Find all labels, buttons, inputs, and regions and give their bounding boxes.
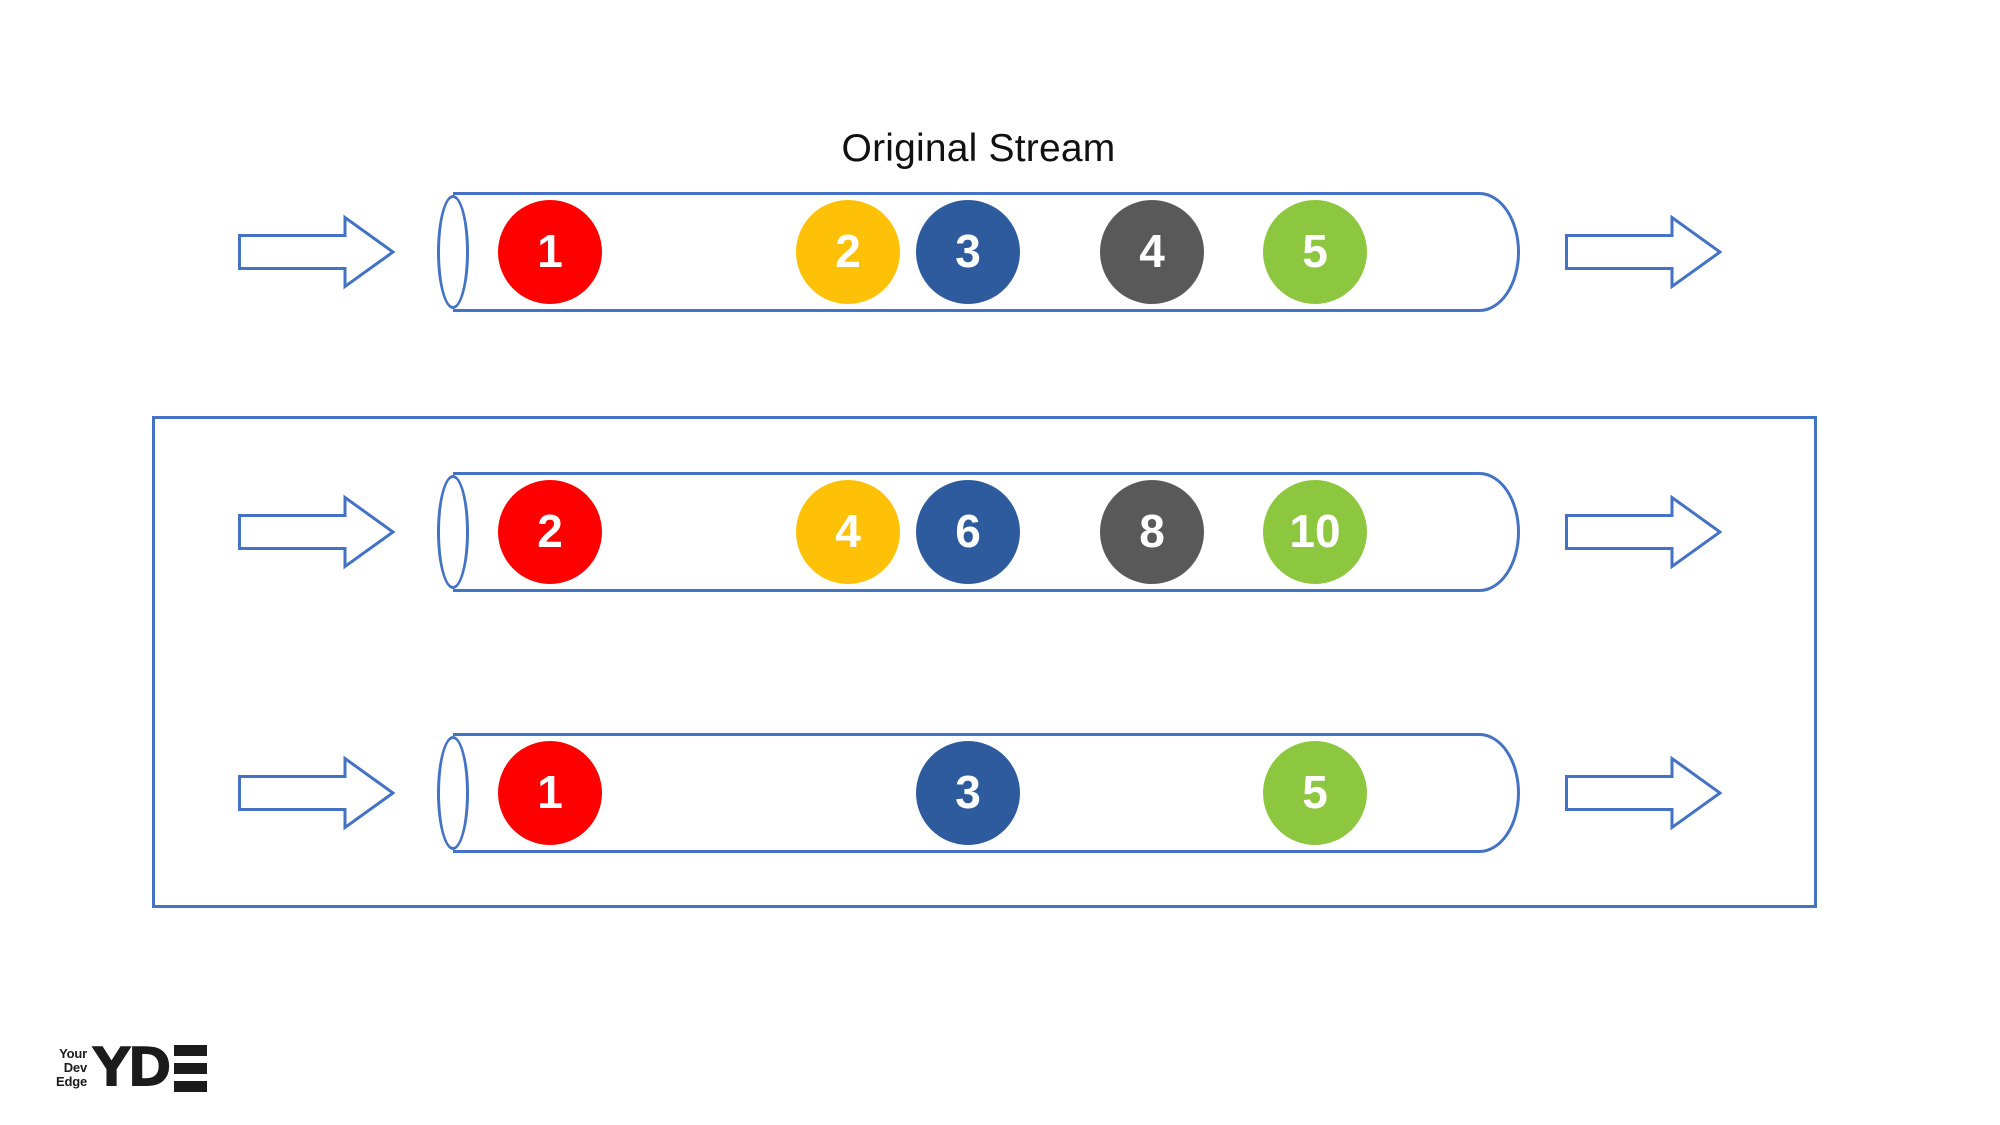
stream-element-value: 4 <box>1139 225 1165 277</box>
stream-element-3: 3 <box>916 741 1020 845</box>
pipeline-group-box <box>152 416 1817 908</box>
stream-element-2: 2 <box>498 480 602 584</box>
stream-element-value: 1 <box>537 766 563 818</box>
stream-element-4: 4 <box>796 480 900 584</box>
stream-element-2: 2 <box>796 200 900 304</box>
stream-tube-cap <box>437 475 469 589</box>
stream-element-value: 3 <box>955 766 981 818</box>
flow-arrow-out-icon <box>1565 214 1722 290</box>
stream-element-value: 5 <box>1302 766 1328 818</box>
stream-tube-cap <box>437 195 469 309</box>
logo-letter-Y: Y <box>91 1036 131 1099</box>
stream-element-value: 4 <box>835 505 861 557</box>
diagram-title: Original Stream <box>841 127 1116 170</box>
filtered-stream: 1 3 5 <box>0 733 2000 853</box>
stream-element-5: 5 <box>1263 200 1367 304</box>
stream-element-value: 8 <box>1139 505 1165 557</box>
stream-element-4: 4 <box>1100 200 1204 304</box>
logo-tagline: Your Dev Edge <box>56 1045 87 1090</box>
stream-element-value: 5 <box>1302 225 1328 277</box>
stream-element-value: 2 <box>537 505 563 557</box>
stream-tube <box>453 472 1520 592</box>
stream-element-value: 3 <box>955 225 981 277</box>
stream-element-6: 6 <box>916 480 1020 584</box>
stream-element-1: 1 <box>498 200 602 304</box>
mapped-stream: 2 4 6 8 10 <box>0 472 2000 592</box>
stream-tube <box>453 733 1520 853</box>
flow-arrow-out-icon <box>1565 755 1722 831</box>
flow-arrow-in-icon <box>238 214 395 290</box>
flow-arrow-in-icon <box>238 755 395 831</box>
stream-element-10: 10 <box>1263 480 1367 584</box>
flow-arrow-out-icon <box>1565 494 1722 570</box>
stream-tube <box>453 192 1520 312</box>
stream-element-value: 1 <box>537 225 563 277</box>
stream-element-3: 3 <box>916 200 1020 304</box>
stream-element-8: 8 <box>1100 480 1204 584</box>
logo-letter-D: D <box>127 1036 172 1099</box>
flow-arrow-in-icon <box>238 494 395 570</box>
stream-element-value: 6 <box>955 505 981 557</box>
stream-element-5: 5 <box>1263 741 1367 845</box>
logo-letter-E-bars-icon <box>173 1044 207 1092</box>
stream-element-1: 1 <box>498 741 602 845</box>
original-stream: 1 2 3 4 5 <box>0 192 2000 312</box>
stream-element-value: 10 <box>1289 505 1341 557</box>
stream-element-value: 2 <box>835 225 861 277</box>
stream-tube-cap <box>437 736 469 850</box>
